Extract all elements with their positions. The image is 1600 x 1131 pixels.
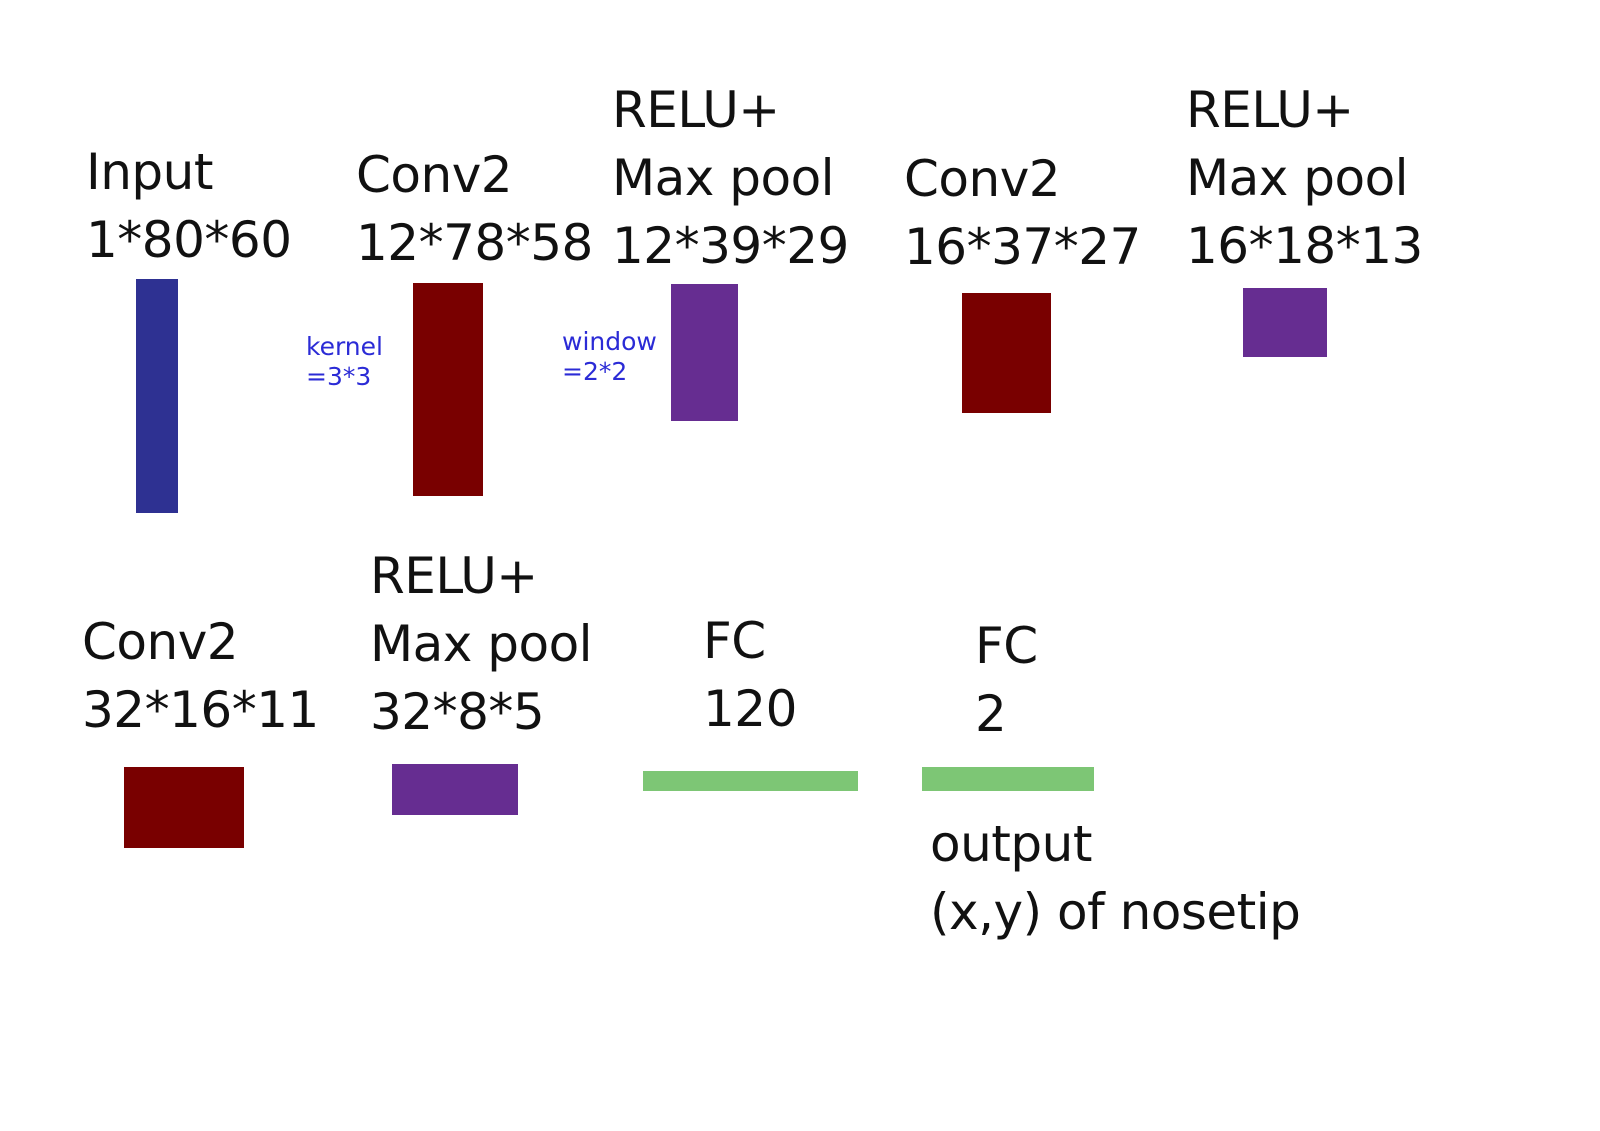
input-layer-title: Input <box>86 143 213 201</box>
output-description: output (x,y) of nosetip <box>930 810 1301 946</box>
fc1-layer-title: FC <box>703 612 766 670</box>
fc2-layer-size: 2 <box>975 685 1007 743</box>
pool1-layer-title: Max pool <box>612 149 835 207</box>
pool2-layer-block <box>1243 288 1327 357</box>
conv1-layer-label: Conv2 12*78*58 <box>356 141 593 277</box>
pool3-layer-activation: RELU+ <box>370 547 538 605</box>
conv2-layer-label: Conv2 16*37*27 <box>904 145 1141 281</box>
fc2-layer-block <box>922 767 1094 791</box>
fc1-layer-size: 120 <box>703 680 797 738</box>
conv3-layer-title: Conv2 <box>82 613 239 671</box>
pool3-layer-block <box>392 764 518 815</box>
pool2-layer-title: Max pool <box>1186 149 1409 207</box>
window-note-label: window <box>562 327 657 356</box>
conv2-layer-title: Conv2 <box>904 150 1061 208</box>
pool1-layer-shape: 12*39*29 <box>612 217 849 275</box>
fc1-layer-label: FC 120 <box>703 607 797 743</box>
conv1-layer-block <box>413 283 483 496</box>
conv3-layer-block <box>124 767 244 848</box>
input-layer-label: Input 1*80*60 <box>86 138 292 274</box>
input-layer-block <box>136 279 178 513</box>
pool3-layer-title: Max pool <box>370 615 593 673</box>
pool1-layer-block <box>671 284 738 421</box>
pool3-layer-label: RELU+ Max pool 32*8*5 <box>370 542 593 746</box>
output-detail: (x,y) of nosetip <box>930 883 1301 941</box>
fc1-layer-block <box>643 771 858 791</box>
pool1-layer-activation: RELU+ <box>612 81 780 139</box>
pool2-layer-label: RELU+ Max pool 16*18*13 <box>1186 76 1423 280</box>
pool2-layer-activation: RELU+ <box>1186 81 1354 139</box>
kernel-note-label: kernel <box>306 332 383 361</box>
conv2-layer-shape: 16*37*27 <box>904 218 1141 276</box>
pool2-layer-shape: 16*18*13 <box>1186 217 1423 275</box>
pool1-layer-label: RELU+ Max pool 12*39*29 <box>612 76 849 280</box>
pool3-layer-shape: 32*8*5 <box>370 683 545 741</box>
fc2-layer-label: FC 2 <box>975 612 1038 748</box>
window-note-value: =2*2 <box>562 357 628 386</box>
fc2-layer-title: FC <box>975 617 1038 675</box>
output-title: output <box>930 815 1092 873</box>
kernel-note: kernel =3*3 <box>306 332 383 392</box>
conv3-layer-shape: 32*16*11 <box>82 681 319 739</box>
conv3-layer-label: Conv2 32*16*11 <box>82 608 319 744</box>
conv1-layer-shape: 12*78*58 <box>356 214 593 272</box>
conv2-layer-block <box>962 293 1051 413</box>
window-note: window =2*2 <box>562 327 657 387</box>
conv1-layer-title: Conv2 <box>356 146 513 204</box>
input-layer-shape: 1*80*60 <box>86 211 292 269</box>
kernel-note-value: =3*3 <box>306 362 372 391</box>
